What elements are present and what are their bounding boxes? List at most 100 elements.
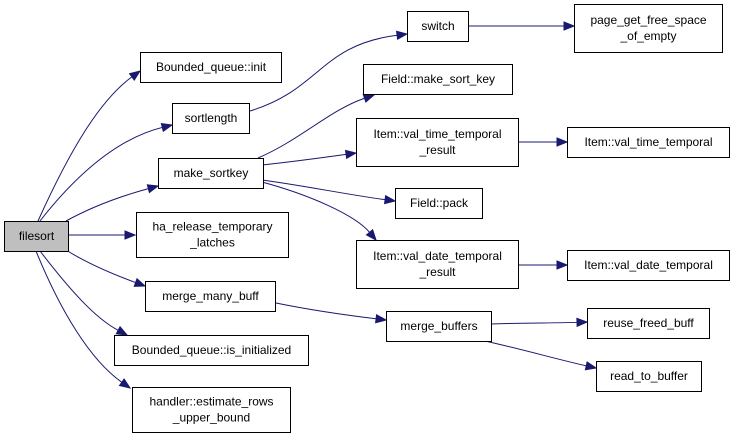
arrowhead-icon	[584, 361, 598, 371]
edge-line	[261, 179, 386, 201]
edge-line	[261, 181, 370, 233]
edge-merge_many_buff-to-merge_buffers	[275, 302, 388, 324]
edge-line	[65, 188, 149, 222]
node-label: Bounded_queue::init	[156, 60, 267, 74]
node-label: switch	[421, 19, 454, 33]
node-item-vtt-result[interactable]: Item::val_time_temporal_result	[356, 118, 519, 167]
edge-switch-to-page_get_free	[468, 21, 576, 31]
node-label: Field::pack	[410, 196, 469, 210]
node-label: page_get_free_space	[590, 13, 706, 27]
node-bq-init[interactable]: Bounded_queue::init	[140, 52, 282, 83]
edge-filesort-to-ha_release	[68, 230, 137, 240]
edge-filesort-to-sortlength	[39, 122, 174, 222]
node-box	[114, 335, 309, 366]
edge-make_sortkey-to-item_vtt_result	[261, 149, 358, 166]
node-label: filesort	[19, 229, 55, 243]
node-label: make_sortkey	[174, 166, 249, 180]
edge-filesort-to-bq_is_init	[39, 250, 129, 336]
edge-line	[35, 250, 123, 383]
edge-make_sortkey-to-item_vdt_result	[261, 181, 377, 242]
node-label: ha_release_temporary	[152, 220, 272, 234]
call-nodes: filesort Bounded_queue::initsortlengthmak…	[4, 4, 730, 433]
node-item-vdt-result[interactable]: Item::val_date_temporal_result	[356, 240, 519, 289]
node-bq-is-init[interactable]: Bounded_queue::is_initialized	[114, 335, 309, 366]
node-sortlength[interactable]: sortlength	[172, 103, 250, 134]
call-edges	[35, 21, 598, 389]
arrowhead-icon	[160, 122, 174, 133]
node-box	[596, 361, 702, 392]
node-box	[145, 281, 276, 312]
arrowhead-icon	[556, 137, 569, 147]
node-page-get-free[interactable]: page_get_free_space _of_empty	[574, 4, 723, 53]
arrowhead-icon	[395, 30, 409, 41]
node-label: read_to_buffer	[610, 369, 688, 383]
node-ha-release[interactable]: ha_release_temporary _latches	[136, 212, 289, 258]
edge-filesort-to-bq_init	[37, 70, 142, 222]
node-box	[395, 188, 483, 219]
node-switch[interactable]: switch	[407, 11, 469, 42]
edge-filesort-to-estimate_rows	[35, 250, 132, 389]
node-box	[363, 64, 513, 95]
edge-line	[261, 153, 347, 166]
node-label: merge_buffers	[400, 319, 477, 333]
node-merge-buffers[interactable]: merge_buffers	[386, 311, 492, 342]
node-box	[574, 4, 723, 53]
node-box	[567, 127, 730, 158]
node-make-sortkey[interactable]: make_sortkey	[158, 158, 264, 189]
node-box	[356, 240, 519, 289]
node-box	[140, 52, 282, 83]
edge-line	[39, 250, 119, 331]
node-merge-many-buff[interactable]: merge_many_buff	[145, 281, 276, 312]
arrowhead-icon	[576, 317, 589, 328]
arrowhead-icon	[383, 194, 397, 205]
node-label: Item::val_time_temporal	[373, 127, 501, 141]
edge-line	[490, 321, 578, 325]
arrowhead-icon	[362, 93, 376, 103]
arrowhead-icon	[146, 184, 160, 194]
node-item-vdt[interactable]: Item::val_date_temporal	[567, 250, 730, 281]
node-label: Field::make_sort_key	[381, 72, 495, 86]
node-label: Bounded_queue::is_initialized	[132, 343, 291, 357]
node-label: Item::val_date_temporal	[373, 249, 502, 263]
node-box	[4, 221, 69, 252]
node-label: _result	[418, 143, 456, 157]
edge-sortlength-to-switch	[249, 30, 409, 112]
edge-make_sortkey-to-field_pack	[261, 179, 397, 205]
edge-item_vtt_result-to-item_vtt	[518, 137, 569, 147]
arrowhead-icon	[365, 228, 377, 242]
node-box	[587, 308, 710, 339]
node-label: sortlength	[185, 111, 238, 125]
arrowhead-icon	[133, 277, 147, 287]
arrowhead-icon	[556, 260, 569, 270]
node-label: _of_empty	[619, 29, 676, 43]
edge-line	[484, 340, 587, 367]
node-field-pack[interactable]: Field::pack	[395, 188, 483, 219]
node-box	[567, 250, 730, 281]
edge-merge_buffers-to-read_to_buffer	[484, 340, 598, 371]
arrowhead-icon	[344, 149, 358, 160]
node-item-vtt[interactable]: Item::val_time_temporal	[567, 127, 730, 158]
node-reuse-freed-buff[interactable]: reuse_freed_buff	[587, 308, 710, 339]
arrowhead-icon	[375, 314, 388, 324]
node-box	[158, 158, 264, 189]
node-box	[407, 11, 469, 42]
node-label: _latches	[189, 236, 235, 250]
arrowhead-icon	[118, 378, 132, 389]
node-read-to-buffer[interactable]: read_to_buffer	[596, 361, 702, 392]
node-box	[356, 118, 519, 167]
arrowhead-icon	[115, 325, 129, 336]
node-estimate-rows[interactable]: handler::estimate_rows_upper_bound	[132, 387, 291, 433]
edge-line	[37, 76, 133, 222]
arrowhead-icon	[124, 230, 137, 240]
node-label: _upper_bound	[172, 411, 250, 425]
edge-line	[257, 97, 365, 159]
node-filesort[interactable]: filesort	[4, 221, 69, 252]
node-box	[136, 212, 289, 258]
edge-line	[39, 126, 163, 222]
edge-item_vdt_result-to-item_vdt	[517, 260, 569, 270]
edge-line	[65, 249, 136, 284]
node-box	[172, 103, 250, 134]
edge-filesort-to-merge_many_buff	[65, 249, 147, 287]
node-field-make-sort-key[interactable]: Field::make_sort_key	[363, 64, 513, 95]
